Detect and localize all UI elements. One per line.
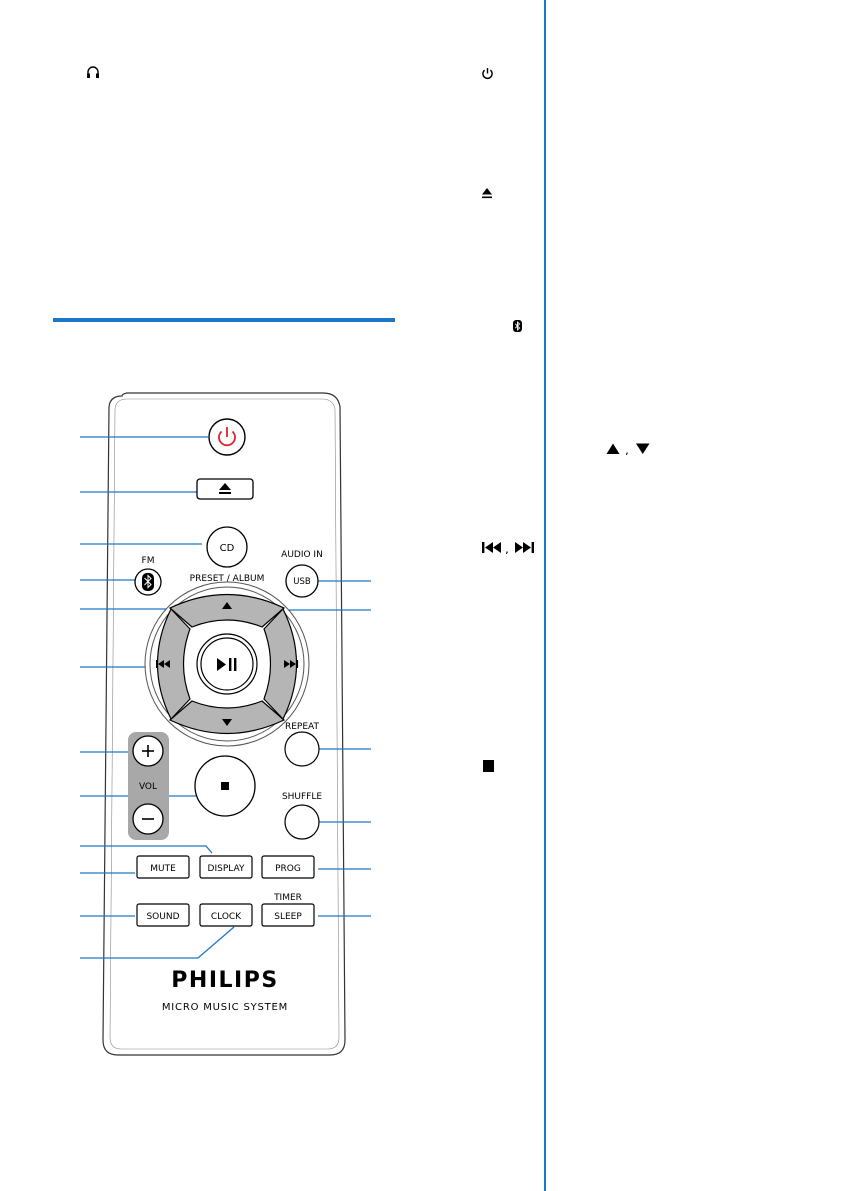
remote-fm-label: FM — [142, 556, 155, 566]
remote-sound-label: SOUND — [146, 912, 179, 922]
skip-icons: , — [482, 542, 534, 554]
eject-icon — [482, 188, 492, 199]
remote-cd-button — [206, 526, 248, 568]
column-divider-line — [544, 0, 546, 1191]
svg-text:,: , — [505, 542, 509, 554]
remote-next-button — [263, 607, 297, 721]
remote-repeat-label: REPEAT — [285, 722, 320, 732]
remote-repeat-button — [284, 731, 320, 767]
remote-up-button — [168, 593, 286, 628]
down-triangle-icon — [636, 443, 650, 454]
remote-preset-album-label: PRESET / ALBUM — [190, 574, 265, 584]
remote-sleep-button — [261, 903, 315, 927]
remote-play-pause-button — [196, 633, 258, 695]
remote-clock-label: CLOCK — [211, 912, 242, 922]
remote-brand-logo: PHILIPS — [171, 968, 278, 993]
remote-timer-label: TIMER — [273, 893, 302, 903]
remote-control-illustration: CD FM AUDIO IN USB PRESET / ALBUM VOL RE… — [80, 392, 371, 1056]
remote-sleep-label: SLEEP — [274, 912, 302, 922]
remote-cd-label: CD — [220, 543, 235, 554]
power-icon — [482, 68, 493, 79]
remote-mute-label: MUTE — [150, 864, 176, 874]
remote-usb-label: USB — [293, 577, 311, 587]
remote-clock-button — [199, 903, 253, 927]
next-icon — [515, 542, 534, 553]
remote-shuffle-button — [284, 804, 320, 840]
bluetooth-icon — [513, 320, 522, 332]
remote-audio-in-label: AUDIO IN — [281, 550, 323, 560]
remote-prog-label: PROG — [275, 864, 301, 874]
headphone-icon — [87, 66, 99, 78]
remote-sound-button — [136, 903, 190, 927]
remote-shuffle-label: SHUFFLE — [282, 792, 322, 802]
svg-text:,: , — [625, 443, 629, 455]
remote-usb-button — [285, 564, 319, 598]
remote-display-label: DISPLAY — [208, 864, 245, 874]
up-triangle-icon — [606, 443, 620, 454]
remote-vol-label: VOL — [139, 782, 157, 792]
previous-icon — [482, 542, 501, 553]
section-heading-rule — [53, 318, 395, 322]
remote-display-button — [199, 855, 253, 879]
remote-mute-button — [136, 855, 190, 879]
remote-prog-button — [261, 855, 315, 879]
stop-icon — [483, 760, 494, 772]
remote-previous-button — [157, 607, 191, 721]
remote-model-name: MICRO MUSIC SYSTEM — [162, 1002, 288, 1013]
up-down-icons: , — [606, 443, 650, 455]
remote-down-button — [168, 700, 286, 735]
